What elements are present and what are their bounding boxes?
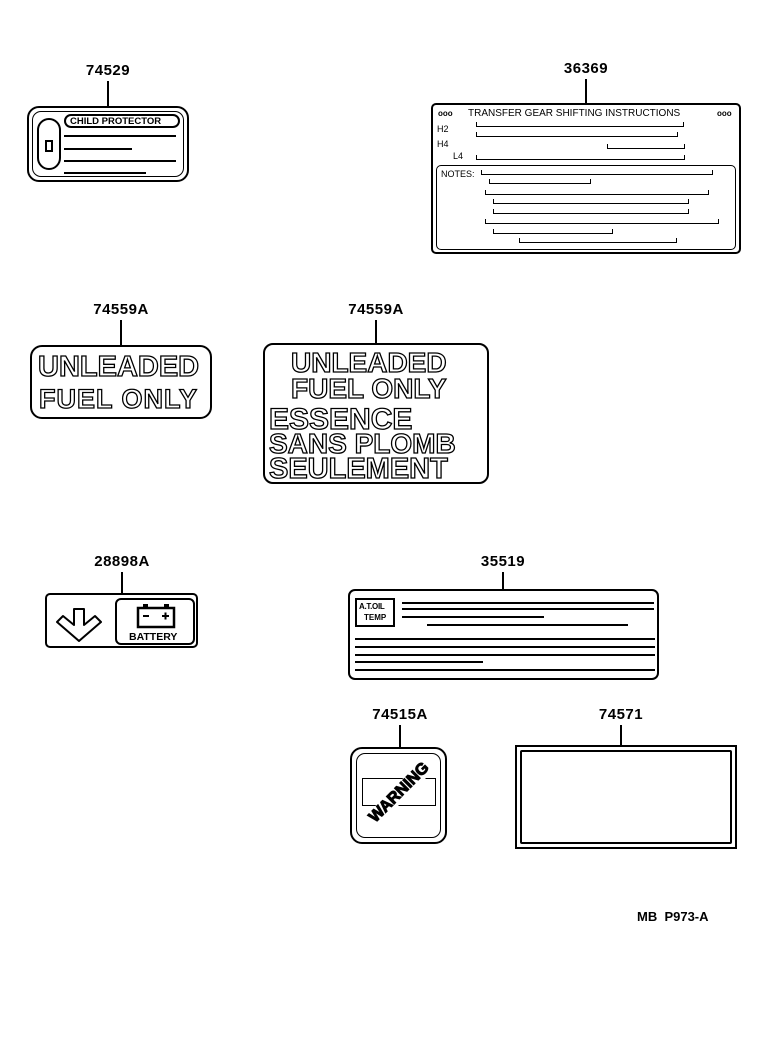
battery-label: BATTERY bbox=[45, 593, 198, 648]
title-dots-right: ooo bbox=[717, 109, 732, 118]
leader-line bbox=[375, 320, 377, 344]
label-title: CHILD PROTECTOR bbox=[70, 116, 162, 127]
leader-line bbox=[107, 81, 109, 107]
notes-box: NOTES: bbox=[436, 165, 736, 250]
battery-icon bbox=[136, 604, 176, 629]
part-number: 74559A bbox=[93, 301, 149, 318]
row-l4: L4 bbox=[453, 151, 464, 161]
label-title: TRANSFER GEAR SHIFTING INSTRUCTIONS bbox=[468, 108, 681, 119]
diagram-reference-code: MB P973-A bbox=[637, 909, 709, 924]
child-protector-label: CHILD PROTECTOR bbox=[27, 106, 189, 182]
at-oil-temp-label: A.T.OIL TEMP bbox=[348, 589, 659, 680]
row-h2: H2 bbox=[437, 124, 449, 134]
leader-line bbox=[399, 725, 401, 749]
unleaded-bilingual-label: UNLEADED FUEL ONLY ESSENCE SANS PLOMB SE… bbox=[263, 343, 489, 484]
part-number: 74529 bbox=[85, 62, 131, 79]
notes-label: NOTES: bbox=[441, 169, 475, 179]
part-number: 74515A bbox=[372, 706, 428, 723]
part-number: 74571 bbox=[598, 706, 644, 723]
part-number: 28898A bbox=[94, 553, 150, 570]
part-number: 74559A bbox=[348, 301, 404, 318]
leader-line bbox=[120, 320, 122, 346]
unleaded-fuel-label: UNLEADED FUEL ONLY bbox=[30, 345, 212, 419]
transfer-gear-label: ooo TRANSFER GEAR SHIFTING INSTRUCTIONS … bbox=[431, 103, 741, 254]
part-number: 35519 bbox=[480, 553, 526, 570]
title-dots-left: ooo bbox=[438, 109, 453, 118]
warning-label: WARNING bbox=[350, 747, 447, 844]
lock-slot-icon bbox=[37, 118, 61, 170]
leader-line bbox=[620, 725, 622, 747]
part-number: 36369 bbox=[563, 60, 609, 77]
warning-text-window bbox=[362, 778, 436, 806]
leader-line bbox=[585, 79, 587, 104]
battery-text: BATTERY bbox=[129, 631, 178, 643]
blank-label bbox=[515, 745, 737, 849]
down-arrow-icon bbox=[56, 608, 102, 642]
leader-line bbox=[121, 572, 123, 595]
row-h4: H4 bbox=[437, 139, 449, 149]
leader-line bbox=[502, 572, 504, 591]
